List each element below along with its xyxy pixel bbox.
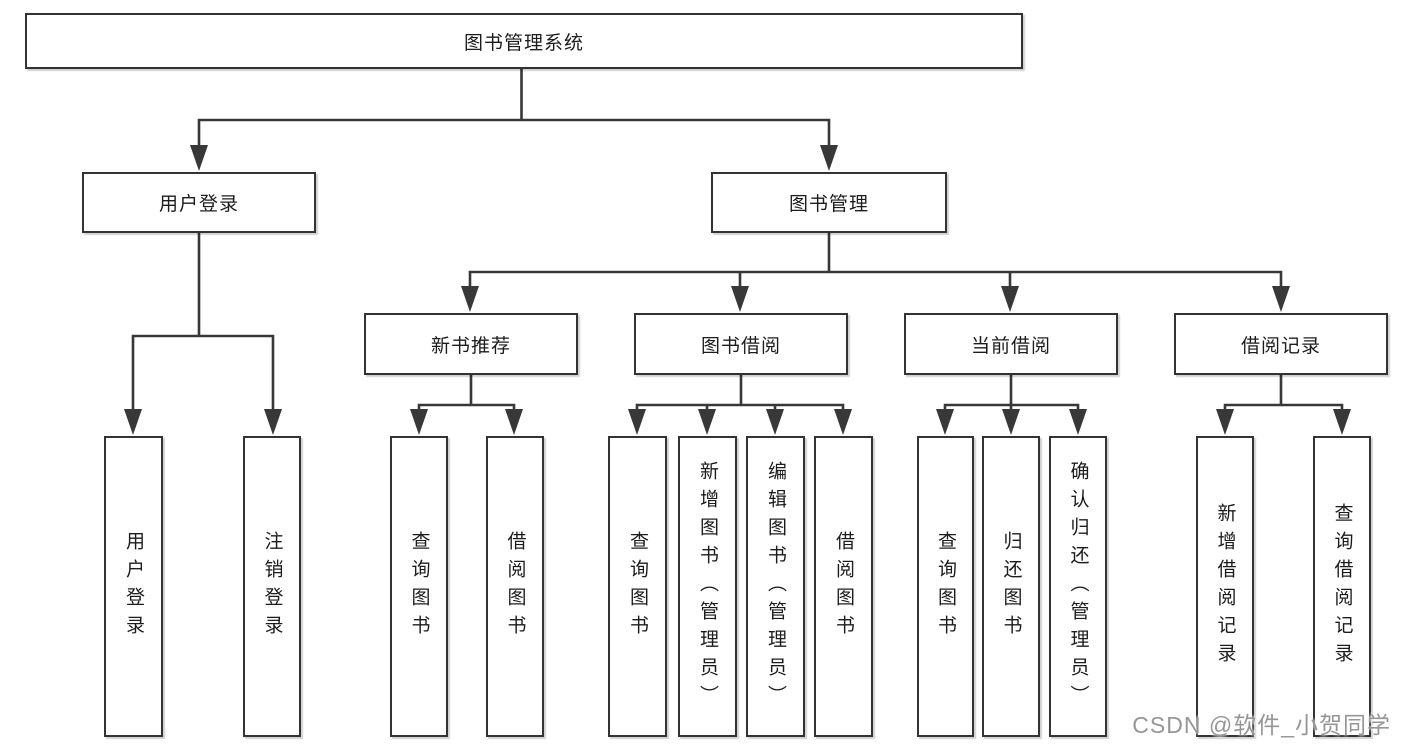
node-library-management-system: 图书管理系统 — [25, 13, 1023, 69]
leaf-query-book-current: 查询图书 — [917, 436, 974, 737]
node-label: 用户登录 — [123, 530, 144, 643]
csdn-watermark: CSDN @软件_小贺同学 — [1132, 712, 1391, 738]
node-current-borrowing: 当前借阅 — [904, 313, 1118, 375]
node-book-borrowing: 图书借阅 — [634, 313, 848, 375]
node-label: 新增借阅记录 — [1214, 502, 1236, 671]
node-label: 确认归还（管理员） — [1067, 460, 1089, 713]
node-label: 用户登录 — [158, 194, 239, 215]
node-label: 新增图书（管理员） — [697, 460, 718, 713]
leaf-borrow-book: 借阅图书 — [814, 436, 873, 737]
node-borrowing-records: 借阅记录 — [1174, 313, 1388, 375]
node-label: 借阅图书 — [504, 530, 526, 643]
node-label: 借阅记录 — [1240, 335, 1321, 357]
node-label: 图书管理 — [788, 194, 869, 215]
node-label: 新书推荐 — [430, 335, 511, 357]
leaf-add-book-admin: 新增图书（管理员） — [678, 436, 737, 737]
node-label: 查询图书 — [408, 530, 430, 643]
leaf-add-borrow-record: 新增借阅记录 — [1196, 436, 1254, 737]
leaf-user-login: 用户登录 — [104, 436, 163, 737]
node-label: 查询图书 — [627, 530, 648, 643]
leaf-borrow-book-recommend: 借阅图书 — [486, 436, 544, 737]
node-user-login: 用户登录 — [82, 172, 316, 233]
node-book-management: 图书管理 — [711, 172, 947, 233]
node-label: 图书借阅 — [700, 335, 781, 357]
leaf-edit-book-admin: 编辑图书（管理员） — [746, 436, 805, 737]
node-label: 查询图书 — [935, 530, 956, 643]
leaf-confirm-return-admin: 确认归还（管理员） — [1049, 436, 1107, 737]
leaf-query-book-borrow: 查询图书 — [608, 436, 667, 737]
node-label: 当前借阅 — [970, 335, 1051, 357]
leaf-query-book-recommend: 查询图书 — [390, 436, 448, 737]
leaf-logout: 注销登录 — [243, 436, 301, 737]
node-new-book-recommend: 新书推荐 — [364, 313, 578, 375]
node-label: 归还图书 — [1000, 530, 1022, 643]
node-label: 注销登录 — [261, 530, 283, 643]
node-label: 查询借阅记录 — [1331, 502, 1353, 671]
leaf-return-book: 归还图书 — [982, 436, 1040, 737]
leaf-query-borrow-record: 查询借阅记录 — [1313, 436, 1371, 737]
node-label: 编辑图书（管理员） — [765, 460, 786, 713]
node-label: 借阅图书 — [833, 530, 854, 643]
node-label: 图书管理系统 — [463, 32, 584, 54]
